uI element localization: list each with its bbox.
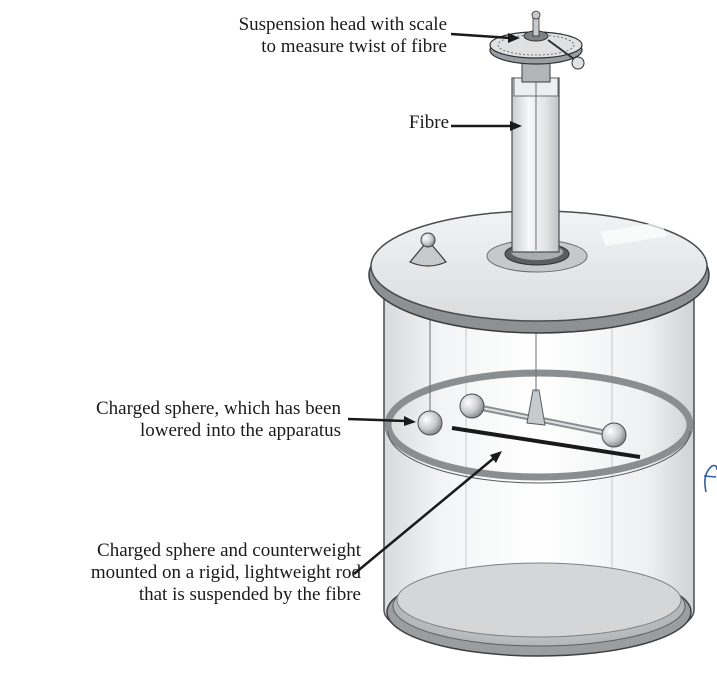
label-line: Charged sphere, which has been	[96, 398, 341, 420]
label-line: to measure twist of fibre	[239, 36, 447, 58]
label-line: lowered into the apparatus	[96, 420, 341, 442]
label-rod: Charged sphere and counterweight mounted…	[91, 540, 361, 606]
label-line: Suspension head with scale	[239, 14, 447, 36]
label-line: mounted on a rigid, lightweight rod	[91, 562, 361, 584]
suspension-head	[490, 11, 584, 82]
fibre-tube	[512, 78, 559, 252]
label-line: that is suspended by the fibre	[91, 584, 361, 606]
label-charged-sphere: Charged sphere, which has been lowered i…	[96, 398, 341, 442]
label-line: Charged sphere and counterweight	[91, 540, 361, 562]
rod-sphere	[460, 394, 484, 418]
handwritten-mark	[705, 466, 717, 493]
label-suspension-head: Suspension head with scale to measure tw…	[239, 14, 447, 58]
base-plate	[387, 563, 691, 656]
label-line: Fibre	[409, 112, 449, 134]
counterweight-sphere	[602, 423, 626, 447]
label-fibre: Fibre	[409, 112, 449, 134]
